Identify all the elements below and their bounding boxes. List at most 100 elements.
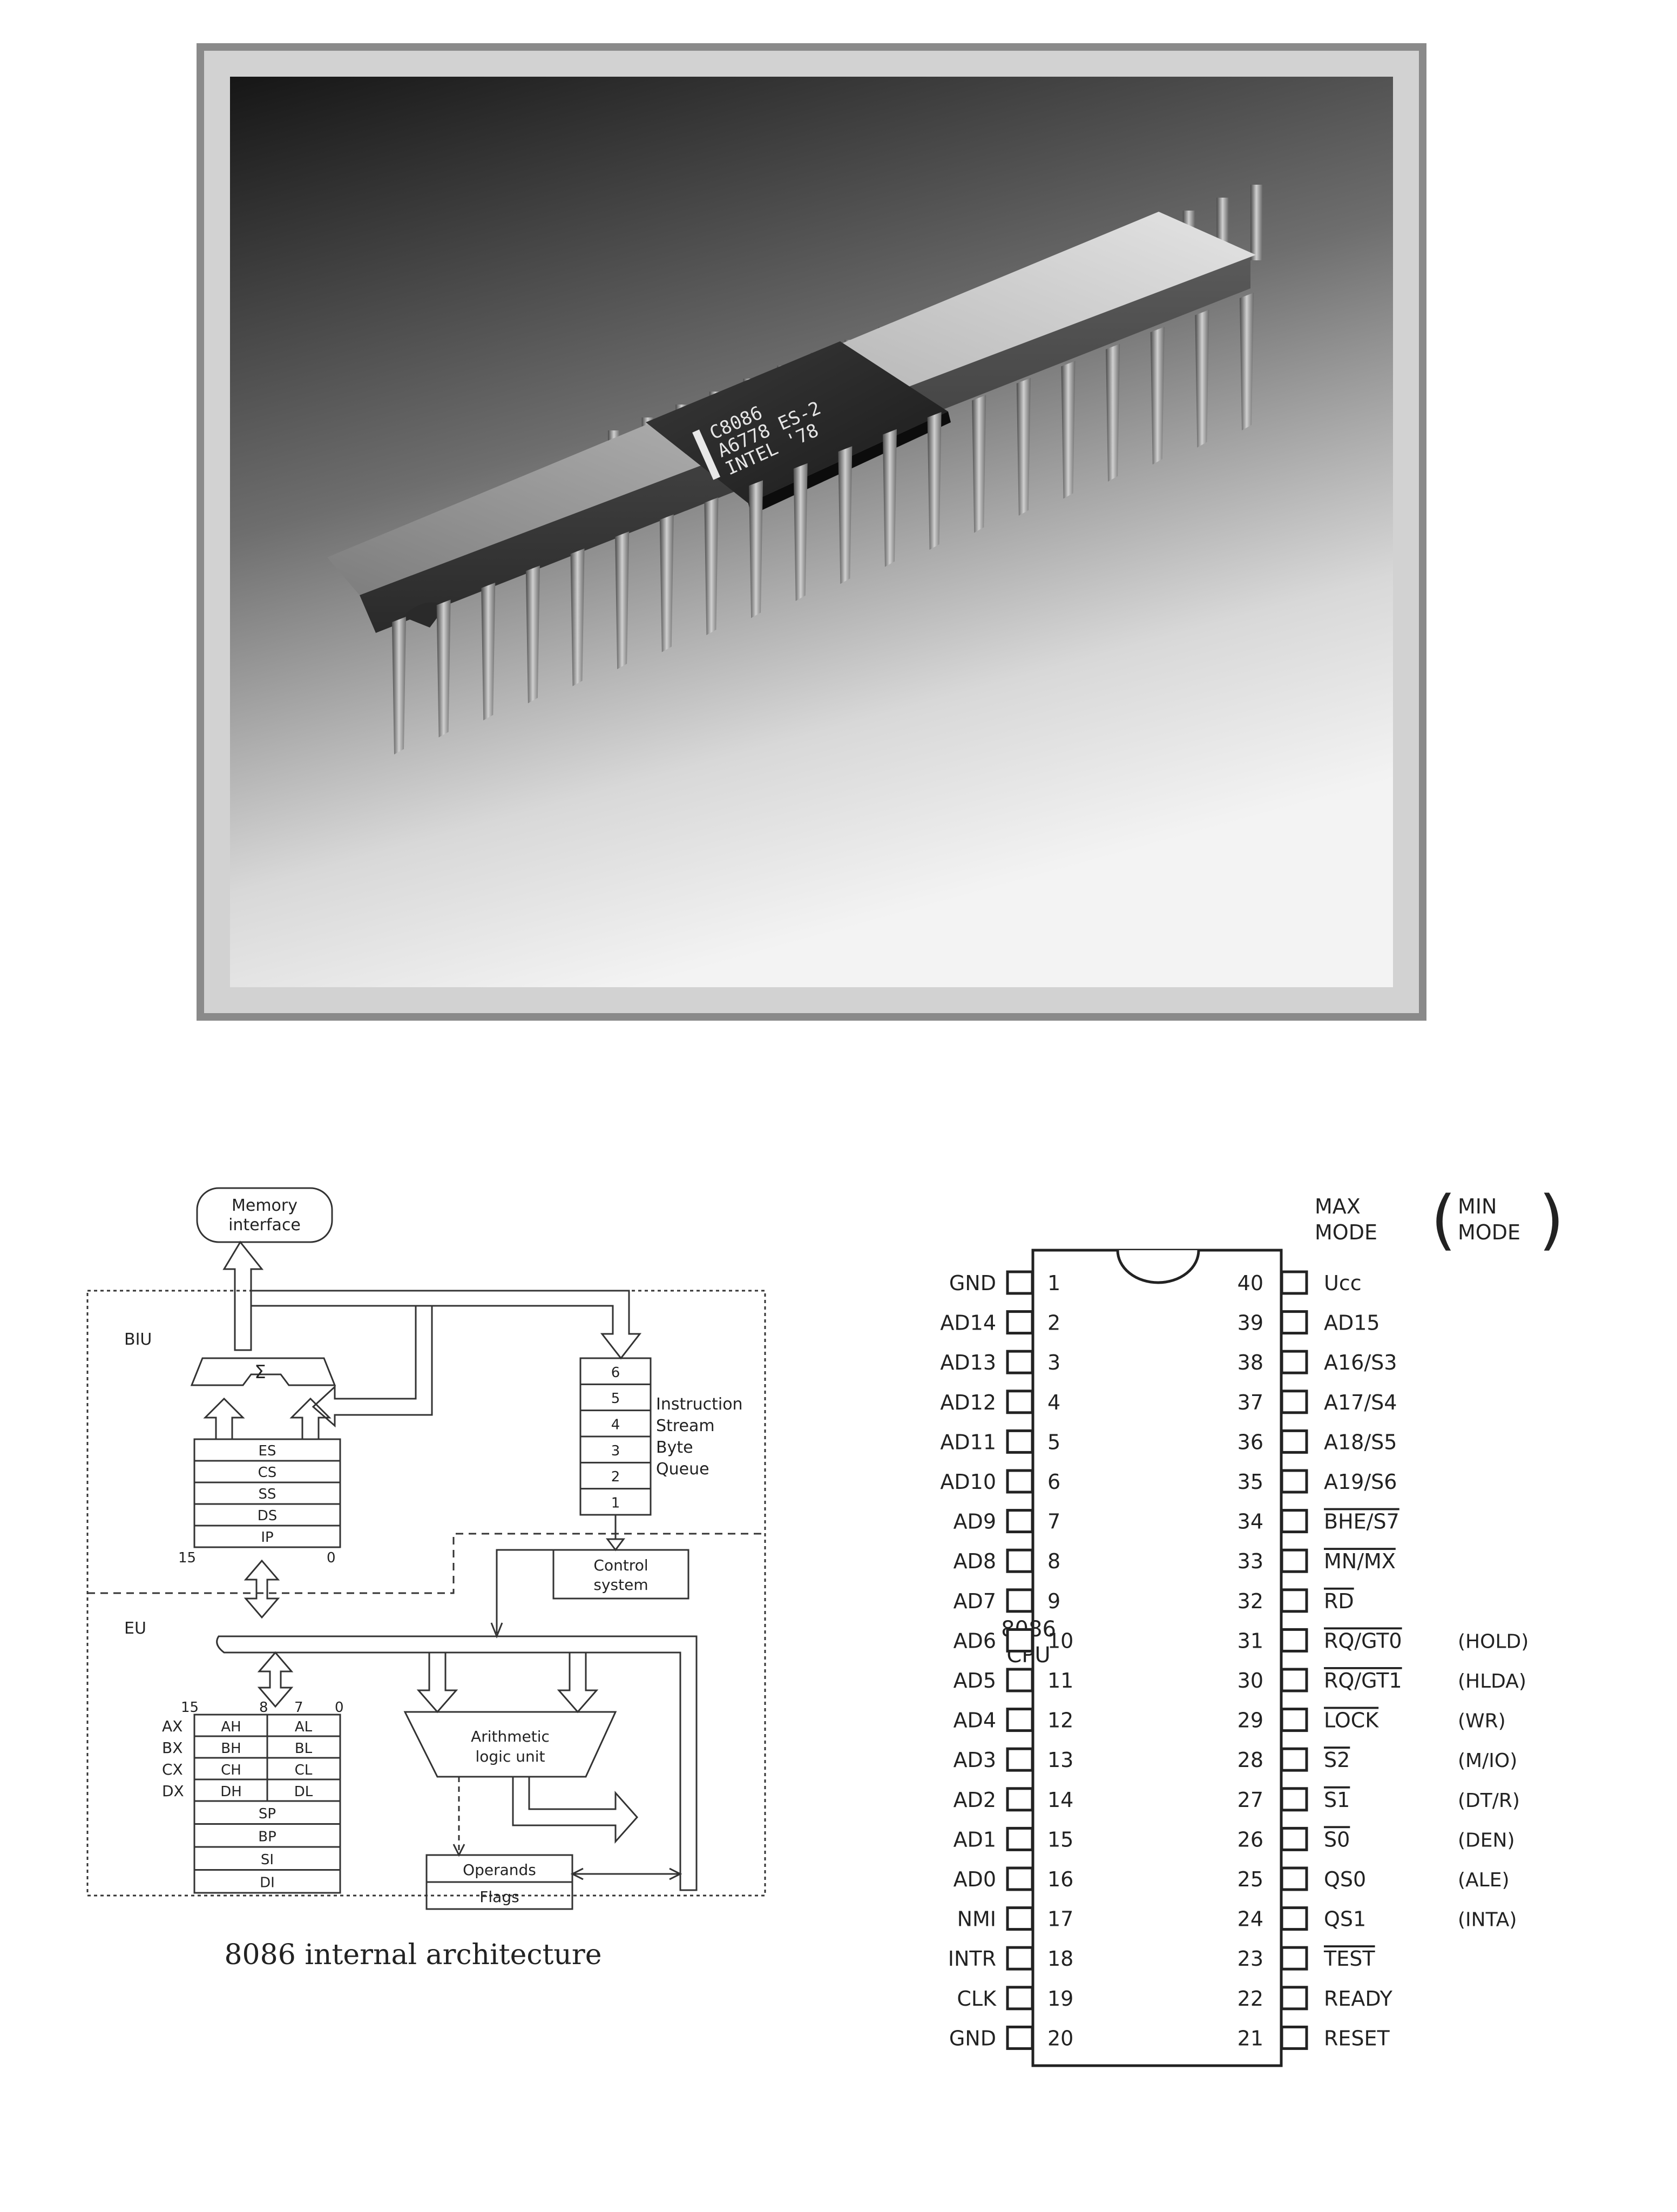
pin-26-min-mode-name: (DEN) xyxy=(1458,1829,1515,1851)
pin-22-pad xyxy=(1282,1987,1307,2009)
pin-25-name: QS0 xyxy=(1324,1867,1366,1891)
pin-9-pad xyxy=(1007,1590,1032,1611)
gp-bit-15: 15 xyxy=(181,1700,199,1716)
memory-interface-label-1: Memory xyxy=(232,1196,297,1215)
gp-bit-7: 7 xyxy=(294,1700,303,1716)
pin-35-pad xyxy=(1282,1471,1307,1492)
pin-34-pad xyxy=(1282,1510,1307,1532)
pin-21-pad xyxy=(1282,2027,1307,2048)
pin-7-number: 7 xyxy=(1047,1510,1060,1534)
pin-1-name: GND xyxy=(949,1271,996,1295)
biu-eu-bus-arrow xyxy=(246,1561,278,1617)
gp-register-ch: CH xyxy=(221,1762,241,1778)
gp-register-name-cx: CX xyxy=(162,1761,183,1778)
pin-19-number: 19 xyxy=(1047,1987,1073,2011)
general-register-rows: AXAHALBXBHBLCXCHCLDXDHDL xyxy=(162,1717,340,1800)
flags-label: Flags xyxy=(479,1888,519,1906)
pin-13-number: 13 xyxy=(1047,1748,1073,1772)
pin-37-name: A17/S4 xyxy=(1324,1391,1397,1414)
segment-register-ip: IP xyxy=(261,1529,273,1546)
front-pin xyxy=(481,583,495,720)
pin-4-pad xyxy=(1007,1391,1032,1413)
pin-5-number: 5 xyxy=(1047,1430,1060,1454)
pin-3-name: AD13 xyxy=(940,1351,996,1374)
chip-photo-image: C8086 A6778 ES-2 INTEL '78 xyxy=(230,77,1393,987)
segment-register-rows: ESCSSSDSIP xyxy=(194,1443,340,1546)
pin-30-pad xyxy=(1282,1669,1307,1691)
front-pin xyxy=(1017,378,1031,516)
chip-photo: C8086 A6778 ES-2 INTEL '78 xyxy=(197,43,1426,1021)
front-pin xyxy=(1151,327,1165,464)
pin-16-pad xyxy=(1007,1868,1032,1890)
pin-29-pad xyxy=(1282,1709,1307,1731)
pin-7-pad xyxy=(1007,1510,1032,1532)
pin-18-number: 18 xyxy=(1047,1947,1073,1971)
alu-output-arrow xyxy=(513,1777,637,1842)
front-pin xyxy=(1240,293,1254,430)
pin-24-name: QS1 xyxy=(1324,1907,1366,1931)
queue-slot-4: 4 xyxy=(611,1417,620,1433)
segment-to-adder-arrow-2 xyxy=(292,1399,329,1439)
gp-register-ah: AH xyxy=(221,1719,241,1735)
front-pin xyxy=(392,617,406,754)
front-pin xyxy=(437,599,451,737)
alu-label-1: Arithmetic xyxy=(471,1728,550,1745)
pin-6-name: AD10 xyxy=(940,1470,996,1494)
architecture-svg: Memory interface BIU EU Σ 15 0 Control s… xyxy=(81,1172,783,1993)
pointer-register-di: DI xyxy=(260,1875,275,1891)
front-pin xyxy=(1061,361,1075,498)
gp-register-bh: BH xyxy=(221,1741,241,1757)
pin-11-name: AD5 xyxy=(954,1669,996,1692)
queue-label-1: Instruction xyxy=(656,1395,743,1414)
gp-bit-8: 8 xyxy=(259,1700,268,1716)
pin-26-name: S0 xyxy=(1324,1827,1350,1851)
segment-register-es: ES xyxy=(259,1443,276,1459)
bus-to-alu-arrow-2 xyxy=(559,1653,597,1712)
segment-to-adder-arrow-1 xyxy=(205,1399,243,1439)
pin-18-name: INTR xyxy=(948,1947,996,1971)
min-mode-paren-open: ( xyxy=(1431,1183,1456,1258)
bus-to-adder xyxy=(313,1306,432,1426)
pin-29-name: LOCK xyxy=(1324,1709,1379,1732)
pin-8-name: AD8 xyxy=(954,1549,996,1573)
pin-21-name: RESET xyxy=(1324,2026,1390,2050)
pin-20-number: 20 xyxy=(1047,2026,1073,2050)
queue-slot-1: 1 xyxy=(611,1495,620,1511)
pin-14-pad xyxy=(1007,1789,1032,1810)
pin-20-name: GND xyxy=(949,2026,996,2050)
pin-26-pad xyxy=(1282,1828,1307,1850)
pin-9-name: AD7 xyxy=(954,1589,996,1613)
pin-6-pad xyxy=(1007,1471,1032,1492)
pin-21-number: 21 xyxy=(1238,2026,1263,2050)
pin-38-pad xyxy=(1282,1351,1307,1373)
pin-29-min-mode-name: (WR) xyxy=(1458,1710,1506,1732)
pin-39-name: AD15 xyxy=(1324,1311,1380,1335)
pin-31-pad xyxy=(1282,1629,1307,1651)
front-pin xyxy=(928,412,942,550)
pin-8-pad xyxy=(1007,1550,1032,1572)
pin-19-name: CLK xyxy=(957,1987,997,2011)
pin-33-number: 33 xyxy=(1238,1549,1263,1573)
pin-32-number: 32 xyxy=(1238,1589,1263,1613)
pin-17-pad xyxy=(1007,1908,1032,1930)
pin-15-number: 15 xyxy=(1047,1827,1073,1851)
pin-34-number: 34 xyxy=(1238,1510,1263,1534)
pointer-register-bp: BP xyxy=(258,1829,276,1845)
pin-36-name: A18/S5 xyxy=(1324,1430,1397,1454)
pin-16-name: AD0 xyxy=(954,1867,996,1891)
pin-39-pad xyxy=(1282,1312,1307,1333)
pin-23-name: TEST xyxy=(1323,1947,1375,1971)
pin-25-min-mode-name: (ALE) xyxy=(1458,1869,1510,1891)
pin-37-pad xyxy=(1282,1391,1307,1413)
pin-31-name: RQ/GT0 xyxy=(1324,1629,1402,1653)
pin-9-number: 9 xyxy=(1047,1589,1060,1613)
segment-bit-low: 0 xyxy=(327,1550,336,1566)
pin-38-name: A16/S3 xyxy=(1324,1351,1397,1374)
pin-14-name: AD2 xyxy=(954,1788,996,1812)
front-pin xyxy=(615,531,629,669)
pin-11-number: 11 xyxy=(1047,1669,1073,1692)
gp-bit-0: 0 xyxy=(335,1700,344,1716)
queue-slot-5: 5 xyxy=(611,1391,620,1407)
pin-27-name: S1 xyxy=(1324,1788,1350,1812)
pin-31-min-mode-name: (HOLD) xyxy=(1458,1630,1529,1653)
